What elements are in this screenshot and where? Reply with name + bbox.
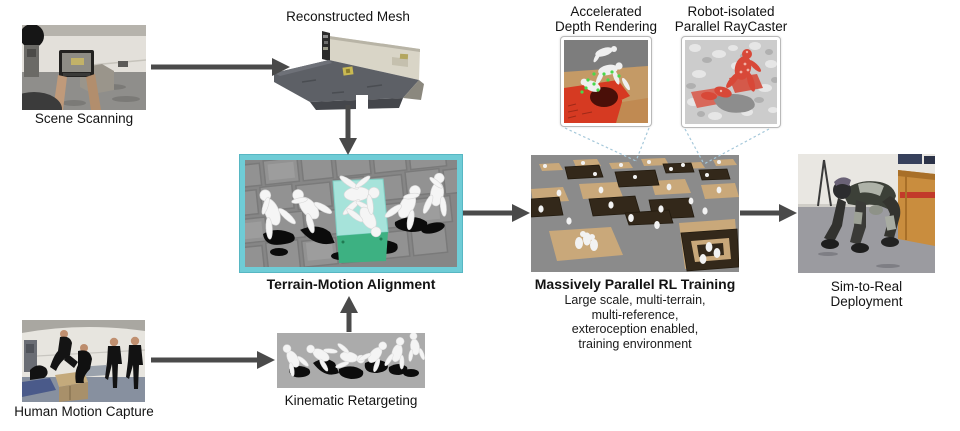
rl-training-image xyxy=(531,155,739,272)
rl-description-line: multi-reference, xyxy=(591,307,679,322)
rl-description-line: Large scale, multi-terrain, xyxy=(564,293,706,307)
depth-rendering-label-line1: Accelerated xyxy=(570,4,642,19)
depth-rendering-label: Accelerated Depth Rendering xyxy=(552,4,660,34)
arrow-scene-to-mesh xyxy=(151,58,290,76)
depth-rendering-label-line2: Depth Rendering xyxy=(554,19,658,34)
arrow-capture-to-retargeting xyxy=(151,351,275,369)
reconstructed-mesh-image xyxy=(272,27,424,116)
human-motion-capture-label: Human Motion Capture xyxy=(14,404,154,419)
rl-training-description: Large scale, multi-terrain, multi-refere… xyxy=(520,293,750,351)
terrain-motion-alignment-image xyxy=(223,141,471,276)
kinematic-retargeting-label: Kinematic Retargeting xyxy=(284,393,418,408)
kinematic-retargeting-image xyxy=(277,333,425,388)
rl-training-label: Massively Parallel RL Training xyxy=(534,276,736,292)
rl-description-line: exteroception enabled, xyxy=(571,322,699,336)
depth-rendering-card xyxy=(560,36,652,127)
sim-to-real-photo xyxy=(798,154,935,273)
arrow-alignment-to-training xyxy=(463,204,530,222)
raycaster-image xyxy=(685,40,777,124)
depth-rendering-image xyxy=(564,40,648,123)
raycaster-card xyxy=(681,36,781,128)
scene-scanning-label: Scene Scanning xyxy=(34,111,134,126)
raycaster-label-line1: Robot-isolated xyxy=(687,4,775,19)
terrain-motion-alignment-label: Terrain-Motion Alignment xyxy=(266,276,436,292)
raycaster-label-line2: Parallel RayCaster xyxy=(674,19,788,34)
sim-to-real-label: Sim-to-Real Deployment xyxy=(830,279,903,309)
scene-scanning-photo xyxy=(22,25,146,110)
human-motion-capture-photo xyxy=(22,320,145,402)
raycaster-label: Robot-isolated Parallel RayCaster xyxy=(668,4,794,34)
rl-description-line: training environment xyxy=(578,336,692,351)
arrow-training-to-deployment xyxy=(740,204,797,222)
reconstructed-mesh-label: Reconstructed Mesh xyxy=(286,9,410,24)
arrow-retargeting-to-alignment xyxy=(340,296,358,332)
terrain-motion-alignment-panel xyxy=(223,141,471,276)
